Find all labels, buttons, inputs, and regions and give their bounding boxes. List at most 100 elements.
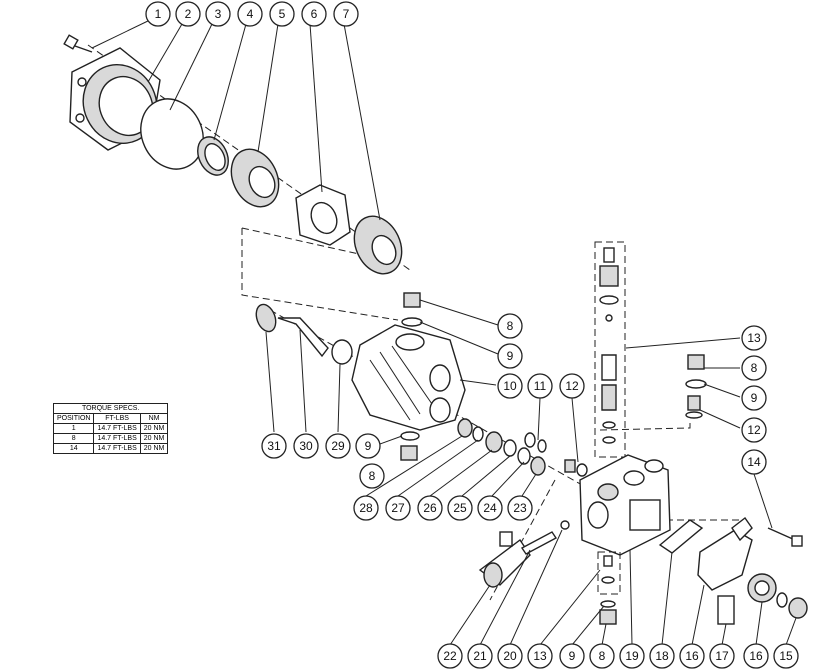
shaft-parts xyxy=(255,303,353,365)
callout: 19 xyxy=(619,643,645,669)
callout: 29 xyxy=(325,433,351,459)
callout: 1 xyxy=(145,1,171,27)
seal-part xyxy=(197,136,229,176)
callout-label: 9 xyxy=(507,349,514,363)
callout: 12 xyxy=(741,417,767,443)
plug-part-lower xyxy=(400,431,420,461)
callout: 9 xyxy=(497,343,523,369)
table-cell: 14.7 FT-LBS xyxy=(93,423,141,434)
callout-label: 14 xyxy=(747,455,761,469)
o-ring-part xyxy=(140,98,204,170)
callout: 8 xyxy=(741,355,767,381)
bolt-part xyxy=(63,34,93,53)
callout: 5 xyxy=(269,1,295,27)
callout: 8 xyxy=(497,313,523,339)
table-cell: 14.7 FT-LBS xyxy=(93,443,141,454)
manifold-part xyxy=(579,454,671,556)
callout-label: 25 xyxy=(453,501,467,515)
callout: 16 xyxy=(743,643,769,669)
callout: 18 xyxy=(649,643,675,669)
callout: 16 xyxy=(679,643,705,669)
callout-label: 6 xyxy=(311,7,318,21)
callout: 28 xyxy=(353,495,379,521)
callout-label: 12 xyxy=(747,423,761,437)
table-row: 1 14.7 FT-LBS 20 NM xyxy=(52,423,169,434)
table-cell: 20 NM xyxy=(139,433,169,444)
callout-label: 9 xyxy=(751,391,758,405)
callout-label: 17 xyxy=(715,649,729,663)
callout: 22 xyxy=(437,643,463,669)
valve-column-part xyxy=(594,241,626,458)
callout-label: 8 xyxy=(599,649,606,663)
callout-label: 21 xyxy=(473,649,487,663)
gasket-part xyxy=(658,519,704,554)
callout-label: 16 xyxy=(685,649,699,663)
callout-label: 24 xyxy=(483,501,497,515)
callout-label: 9 xyxy=(569,649,576,663)
callout: 24 xyxy=(477,495,503,521)
callout: 23 xyxy=(507,495,533,521)
right-valve-parts xyxy=(685,354,707,419)
callout-label: 1 xyxy=(155,7,162,21)
callout-label: 15 xyxy=(779,649,793,663)
table-cell: 14 xyxy=(52,443,95,454)
callout-label: 23 xyxy=(513,501,527,515)
callout: 15 xyxy=(773,643,799,669)
callout-label: 11 xyxy=(534,379,547,393)
callout-label: 4 xyxy=(247,7,254,21)
bolt-part-14 xyxy=(767,527,803,547)
wobble-plate-part xyxy=(295,184,351,246)
table-title: TORQUE SPECS. xyxy=(52,403,169,414)
flange-housing-part xyxy=(69,47,161,151)
callout-label: 8 xyxy=(751,361,758,375)
table-cell: 20 NM xyxy=(139,443,169,454)
table-title-row: TORQUE SPECS. xyxy=(52,403,169,414)
callout-label: 22 xyxy=(443,649,457,663)
callout-label: 19 xyxy=(625,649,639,663)
callout: 21 xyxy=(467,643,493,669)
column-header: NM xyxy=(139,413,169,424)
callout-label: 9 xyxy=(365,439,372,453)
callout: 20 xyxy=(497,643,523,669)
callout-label: 5 xyxy=(279,7,286,21)
callout-label: 20 xyxy=(503,649,517,663)
callout: 13 xyxy=(527,643,553,669)
callout-label: 18 xyxy=(655,649,669,663)
callout-label: 13 xyxy=(533,649,547,663)
callout: 4 xyxy=(237,1,263,27)
callout-label: 3 xyxy=(215,7,222,21)
unloader-parts xyxy=(478,520,570,588)
table-cell: 14.7 FT-LBS xyxy=(93,433,141,444)
lower-column-part xyxy=(597,551,621,625)
callout-label: 12 xyxy=(565,379,579,393)
plug-part-top xyxy=(401,292,423,327)
callout: 8 xyxy=(589,643,615,669)
callout: 25 xyxy=(447,495,473,521)
torque-specs-table: TORQUE SPECS. POSITION FT-LBS NM 1 14.7 … xyxy=(52,403,169,454)
callout: 9 xyxy=(741,385,767,411)
seal-stack-parts xyxy=(457,418,588,477)
callout: 31 xyxy=(261,433,287,459)
table-cell: 8 xyxy=(52,433,95,444)
leader-lines xyxy=(91,19,797,646)
table-cell: 1 xyxy=(52,423,95,434)
bypass-parts xyxy=(697,516,808,625)
callout: 9 xyxy=(355,433,381,459)
callout-label: 31 xyxy=(267,439,281,453)
callout-label: 29 xyxy=(331,439,345,453)
crankcase-part xyxy=(351,324,466,431)
callout: 8 xyxy=(359,463,385,489)
callout: 9 xyxy=(559,643,585,669)
callout-label: 7 xyxy=(343,7,350,21)
callouts: 1 2 3 4 5 6 7 8 9 10 11 12 13 8 9 12 14 … xyxy=(145,1,799,669)
column-header: POSITION xyxy=(52,413,95,424)
callout-label: 28 xyxy=(359,501,373,515)
column-header: FT-LBS xyxy=(93,413,141,424)
callout-label: 13 xyxy=(747,331,761,345)
callout: 2 xyxy=(175,1,201,27)
callout: 13 xyxy=(741,325,767,351)
table-row: 14 14.7 FT-LBS 20 NM xyxy=(52,443,169,454)
bearing-part-2 xyxy=(353,215,403,275)
